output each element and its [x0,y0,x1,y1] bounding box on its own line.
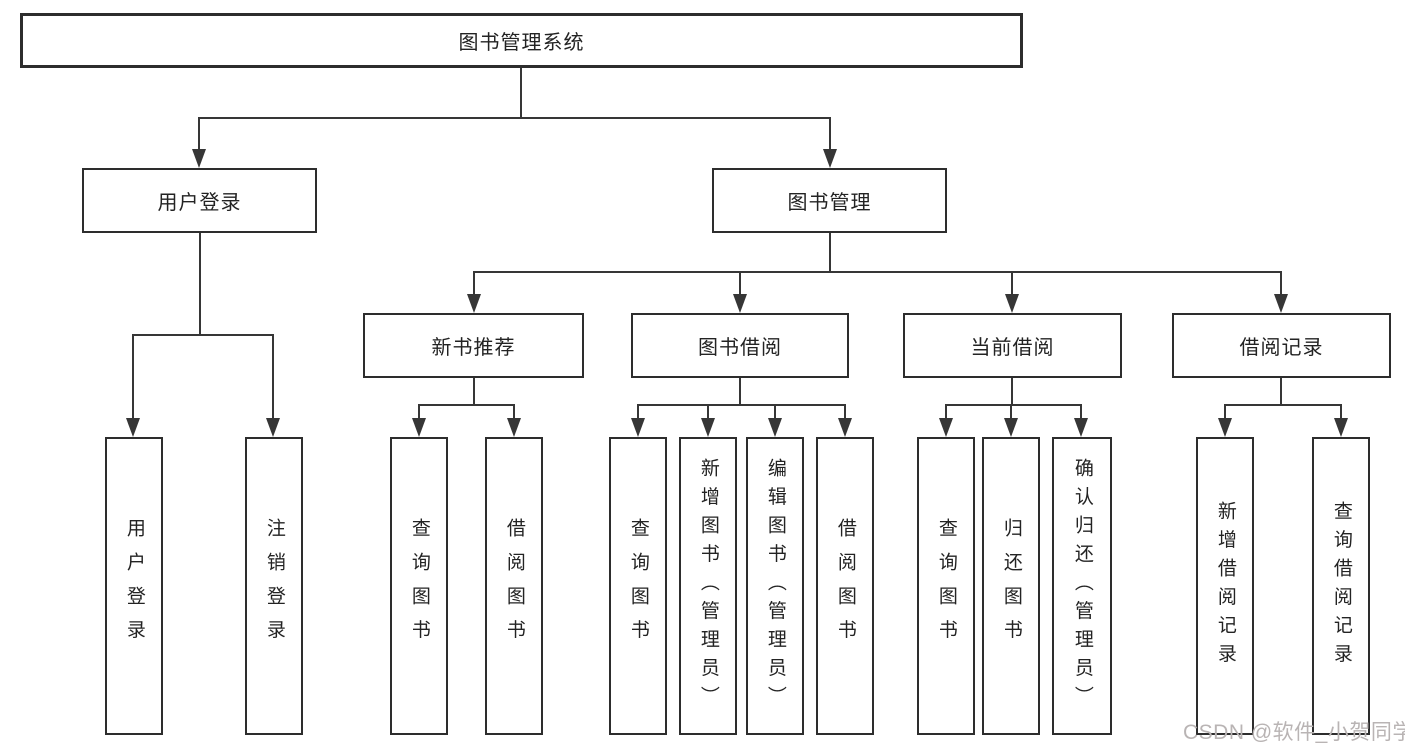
connector-line [739,378,741,405]
node-label: 借阅图书 [503,518,525,654]
node-cb-return-books: 归还图书 [982,437,1040,735]
node-login: 用户登录 [105,437,163,735]
node-nb-borrow-books: 借阅图书 [485,437,543,735]
connector-line [1011,272,1013,296]
connector-line [1011,378,1013,405]
node-label: 借阅图书 [834,518,856,654]
node-label: 查询图书 [408,518,430,654]
connector-line [1340,405,1342,420]
connector-line [829,233,831,272]
arrow-down-icon [1334,418,1348,437]
node-label: 新书推荐 [431,337,516,359]
arrow-down-icon [768,418,782,437]
connector-line [473,272,475,296]
node-label: 注销登录 [263,518,285,654]
connector-line [1280,378,1282,405]
connector-line [513,405,515,420]
connector-line [707,405,709,420]
node-current-borrowing: 当前借阅 [903,313,1122,378]
node-label: 图书管理 [787,192,872,214]
node-bb-query-books: 查询图书 [609,437,667,735]
connector-line [473,378,475,405]
connector-line [739,272,741,296]
node-nb-query-books: 查询图书 [390,437,448,735]
connector-line [132,335,134,420]
node-label: 新增图书（管理员） [697,457,719,715]
connector-line [637,404,846,406]
connector-line [418,405,420,420]
node-label: 用户登录 [123,518,145,654]
csdn-watermark: CSDN @软件_小贺同学 [1183,721,1405,744]
connector-line [520,68,522,118]
arrow-down-icon [838,418,852,437]
node-label: 借阅记录 [1239,337,1324,359]
connector-line [844,405,846,420]
arrow-down-icon [266,418,280,437]
arrow-down-icon [823,149,837,168]
node-label: 新增借阅记录 [1214,500,1236,672]
arrow-down-icon [507,418,521,437]
node-label: 图书管理系统 [458,32,585,54]
connector-line [198,118,200,151]
connector-line [198,117,831,119]
node-book-management: 图书管理 [712,168,947,233]
arrow-down-icon [701,418,715,437]
arrow-down-icon [939,418,953,437]
connector-line [637,405,639,420]
arrow-down-icon [412,418,426,437]
arrow-down-icon [467,294,481,313]
connector-line [199,233,201,335]
node-logout: 注销登录 [245,437,303,735]
node-bb-add-books-admin: 新增图书（管理员） [679,437,737,735]
node-user-login: 用户登录 [82,168,317,233]
connector-line [1280,272,1282,296]
node-label: 用户登录 [157,192,242,214]
node-label: 查询借阅记录 [1330,500,1352,672]
node-cb-query-books: 查询图书 [917,437,975,735]
arrow-down-icon [1274,294,1288,313]
connector-line [774,405,776,420]
arrow-down-icon [631,418,645,437]
node-library-management-system: 图书管理系统 [20,13,1023,68]
node-bb-borrow-books: 借阅图书 [816,437,874,735]
node-label: 当前借阅 [970,337,1055,359]
node-br-add-record: 新增借阅记录 [1196,437,1254,735]
arrow-down-icon [1005,294,1019,313]
node-label: 查询图书 [627,518,649,654]
arrow-down-icon [733,294,747,313]
node-br-query-record: 查询借阅记录 [1312,437,1370,735]
connector-line [272,335,274,420]
arrow-down-icon [1074,418,1088,437]
node-borrowing-records: 借阅记录 [1172,313,1391,378]
node-label: 查询图书 [935,518,957,654]
node-book-borrowing: 图书借阅 [631,313,849,378]
arrow-down-icon [1218,418,1232,437]
connector-line [1080,405,1082,420]
connector-line [473,271,1282,273]
node-label: 图书借阅 [698,337,782,359]
node-label: 编辑图书（管理员） [764,457,786,715]
connector-line [1224,404,1342,406]
connector-line [1010,405,1012,420]
connector-line [945,404,1082,406]
node-label: 确认归还（管理员） [1071,457,1093,715]
connector-line [945,405,947,420]
arrow-down-icon [126,418,140,437]
arrow-down-icon [192,149,206,168]
arrow-down-icon [1004,418,1018,437]
connector-line [829,118,831,151]
node-label: 归还图书 [1000,518,1022,654]
connector-line [132,334,274,336]
node-new-book-recommendation: 新书推荐 [363,313,584,378]
node-bb-edit-books-admin: 编辑图书（管理员） [746,437,804,735]
connector-line [418,404,515,406]
node-cb-confirm-return-admin: 确认归还（管理员） [1052,437,1112,735]
connector-line [1224,405,1226,420]
